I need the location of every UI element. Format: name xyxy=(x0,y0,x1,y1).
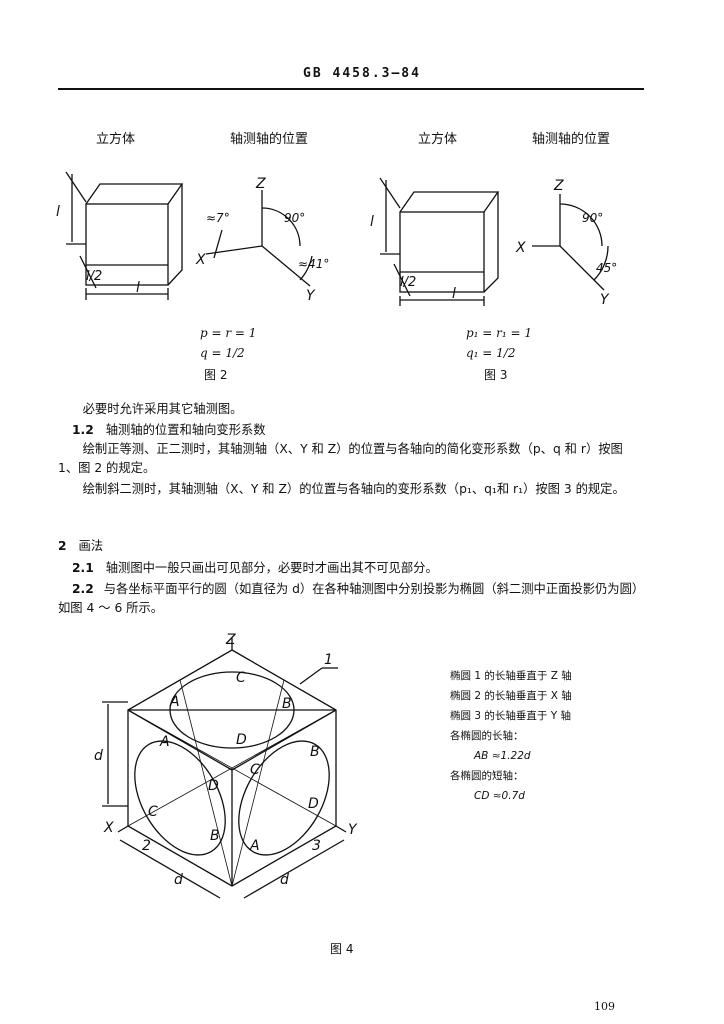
fig2-fig3-drawing: l l/2 l Z X Y 90° ≈7° ≈41° l l/2 l Z X Y… xyxy=(56,171,617,308)
standard-header: GB 4458.3—84 xyxy=(303,66,421,81)
fig3-cube-label: 立方体 xyxy=(418,132,458,147)
fig4-dim-d-left: d xyxy=(94,748,103,764)
fig3-axis-y: Y xyxy=(600,292,610,308)
fig4-point-C1: C xyxy=(236,670,246,686)
fig4-point-B3: B xyxy=(310,744,320,760)
fig4-axis-z: Z xyxy=(225,632,236,648)
section-2-heading: 2 画法 xyxy=(58,536,103,554)
fig4-note-ellipse-1: 椭圆 1 的长轴垂直于 Z 轴 xyxy=(450,670,572,682)
fig4-ellipse-2 xyxy=(134,740,226,856)
fig3-caption: 图 3 xyxy=(484,368,508,382)
section-2-2: 2.2 与各坐标平面平行的圆（如直径为 d）在各种轴测图中分别投影为椭圆（斜二测… xyxy=(58,580,644,618)
fig3-dim-height: l xyxy=(370,214,374,230)
fig3-dim-width: l xyxy=(452,286,456,302)
fig2-dim-height: l xyxy=(56,204,60,220)
fig2-caption: 图 2 xyxy=(204,368,228,382)
fig4-point-D2: D xyxy=(208,778,219,794)
fig4-axis-y: Y xyxy=(348,822,358,838)
fig2-axis-z: Z xyxy=(255,176,266,192)
fig4-point-D3: D xyxy=(308,796,319,812)
para-axis-positions-fig3: 绘制斜二测时，其轴测轴（X、Y 和 Z）的位置与各轴向的变形系数（p₁、q₁和 … xyxy=(82,482,625,496)
fig4-point-A3: A xyxy=(249,838,260,854)
section-2-2-text: 与各坐标平面平行的圆（如直径为 d）在各种轴测图中分别投影为椭圆（斜二测中正面投… xyxy=(58,582,639,615)
page-number: 109 xyxy=(594,1000,615,1013)
fig4-label-1: 1 xyxy=(324,652,333,668)
fig4-label-3: 3 xyxy=(312,838,321,854)
fig4-note-major-axis-value: AB ≈1.22d xyxy=(474,750,531,762)
section-2-1-number: 2.1 xyxy=(72,561,94,575)
fig4-drawing: Z X Y d d d 1 2 3 A B C D A B C D A B C … xyxy=(94,632,358,899)
fig2-angle-7: ≈7° xyxy=(206,211,230,225)
fig4-axis-x: X xyxy=(103,820,114,836)
fig3-axis-z: Z xyxy=(553,178,564,194)
fig2-axis-y: Y xyxy=(306,288,316,304)
section-2-number: 2 xyxy=(58,539,67,553)
fig3-formula-1: p₁ = r₁ = 1 xyxy=(466,326,533,340)
fig3-dim-depth: l/2 xyxy=(400,275,416,290)
fig2-axis-y-line xyxy=(261,245,311,287)
fig3-angle-45: 45° xyxy=(596,261,617,275)
fig4-label-2: 2 xyxy=(142,838,151,854)
section-2-1-text: 轴测图中一般只画出可见部分，必要时才画出其不可见部分。 xyxy=(105,561,438,575)
fig4-point-A1: A xyxy=(169,694,180,710)
fig4-caption: 图 4 xyxy=(330,942,354,956)
fig3-axis-y-line xyxy=(559,245,605,291)
fig4-note-major-axis-label: 各椭圆的长轴： xyxy=(450,730,524,742)
fig3-angle-90: 90° xyxy=(582,211,603,225)
fig4-note-ellipse-2: 椭圆 2 的长轴垂直于 X 轴 xyxy=(450,690,572,702)
fig2-axes-label: 轴测轴的位置 xyxy=(230,132,309,147)
fig4-point-C3: C xyxy=(250,762,260,778)
fig4-ellipse-1 xyxy=(169,671,295,749)
fig2-axis-x-line xyxy=(205,245,263,255)
fig2-dim-depth: l/2 xyxy=(86,269,102,284)
section-2-2-number: 2.2 xyxy=(72,582,94,596)
fig2-dim-width: l xyxy=(136,280,140,296)
fig2-cube-label: 立方体 xyxy=(96,132,136,147)
fig4-point-B2: B xyxy=(210,828,220,844)
fig4-note-minor-axis-value: CD ≈0.7d xyxy=(474,790,525,802)
section-2-1: 2.1 轴测图中一般只画出可见部分，必要时才画出其不可见部分。 xyxy=(72,558,438,576)
para-other-axonometric: 必要时允许采用其它轴测图。 xyxy=(82,402,243,416)
fig2-angle-90: 90° xyxy=(284,211,305,225)
fig4-point-C2: C xyxy=(148,804,158,820)
fig4-point-A2: A xyxy=(159,734,170,750)
fig4-ellipse-3 xyxy=(238,740,330,856)
section-2-title: 画法 xyxy=(78,539,104,553)
fig4-dim-d-bottom-right: d xyxy=(280,872,289,888)
section-1-2-heading: 1.2 轴测轴的位置和轴向变形系数 xyxy=(72,420,266,438)
fig2-formula-2: q = 1/2 xyxy=(200,346,245,360)
fig2-angle-41: ≈41° xyxy=(298,257,329,271)
fig3-formula-2: q₁ = 1/2 xyxy=(466,346,516,360)
fig4-point-B1: B xyxy=(282,696,292,712)
fig4-note-minor-axis-label: 各椭圆的短轴： xyxy=(450,770,524,782)
section-1-2-number: 1.2 xyxy=(72,423,94,437)
fig4-point-D1: D xyxy=(236,732,247,748)
header-rule xyxy=(58,88,644,90)
fig2-axis-x: X xyxy=(195,252,206,268)
para-axis-positions-fig12: 绘制正等测、正二测时，其轴测轴（X、Y 和 Z）的位置与各轴向的简化变形系数（p… xyxy=(58,442,623,475)
section-1-2-title: 轴测轴的位置和轴向变形系数 xyxy=(105,423,266,437)
fig3-axes-label: 轴测轴的位置 xyxy=(532,132,611,147)
fig4-dim-d-bottom-left: d xyxy=(174,872,183,888)
fig4-note-ellipse-3: 椭圆 3 的长轴垂直于 Y 轴 xyxy=(450,710,571,722)
fig2-formula-1: p = r = 1 xyxy=(200,326,257,340)
fig4-notes: 椭圆 1 的长轴垂直于 Z 轴 椭圆 2 的长轴垂直于 X 轴 椭圆 3 的长轴… xyxy=(450,666,650,806)
fig3-axis-x: X xyxy=(515,240,526,256)
fig3-cube-front xyxy=(399,211,485,293)
